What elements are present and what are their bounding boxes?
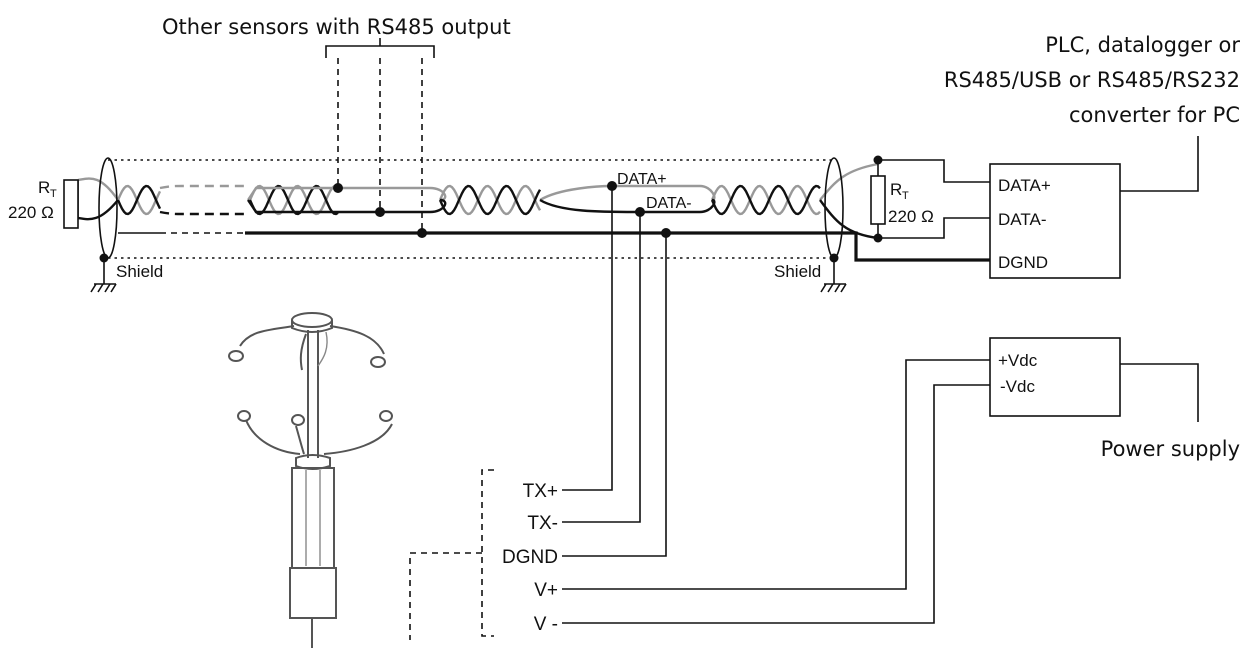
resistor-right-icon (870, 175, 886, 225)
power-terminal-plus: +Vdc (998, 351, 1038, 370)
power-supply: +Vdc -Vdc Power supply (989, 337, 1240, 461)
power-supply-box (989, 337, 1121, 417)
plc-label-line1: PLC, datalogger or (1045, 33, 1240, 57)
left-termination: R T 220 Ω Shield (8, 157, 163, 293)
shield-right-label: Shield (774, 262, 821, 281)
sensor-terminal-v-minus: V - (534, 614, 558, 635)
sensor-terminal-tx-plus: TX+ (523, 481, 558, 502)
dgnd-bus-wire (118, 231, 990, 262)
other-sensors-label: Other sensors with RS485 output (162, 15, 511, 39)
resistor-right-value: 220 Ω (888, 207, 934, 226)
right-termination: Shield R T 220 Ω (774, 155, 934, 293)
twisted-pair-cable (77, 162, 879, 240)
plc-label-line3: converter for PC (1069, 103, 1240, 127)
sensor-terminal-block: TX+ TX- DGND V+ V - (409, 469, 558, 640)
plc-terminal-data-minus: DATA- (998, 210, 1046, 229)
cable-shield-outline (108, 159, 836, 259)
resistor-right-subscript: T (902, 190, 909, 202)
resistor-left-subscript: T (50, 188, 57, 200)
resistor-right-symbol: R (890, 180, 902, 199)
bus-data-minus-label: DATA- (646, 195, 692, 212)
resistor-left-symbol: R (38, 178, 50, 197)
plc-terminal-data-plus: DATA+ (998, 176, 1051, 195)
plc-datalogger: DATA+ DATA- DGND PLC, datalogger or RS48… (878, 33, 1240, 279)
ground-right-icon (820, 283, 847, 293)
other-sensors: Other sensors with RS485 output (162, 15, 511, 238)
bus-data-plus-label: DATA+ (617, 171, 667, 188)
plc-box (989, 163, 1121, 279)
resistor-left-icon (63, 179, 79, 229)
shield-left-label: Shield (116, 262, 163, 281)
sensor-terminal-v-plus: V+ (534, 580, 558, 601)
ultrasonic-anemometer-icon (228, 312, 393, 648)
bus-taps: DATA+ DATA- (607, 171, 692, 238)
sensor-drop-wires (562, 186, 990, 624)
plc-label-line2: RS485/USB or RS485/RS232 (944, 68, 1240, 92)
power-terminal-minus: -Vdc (1000, 377, 1035, 396)
resistor-left-value: 220 Ω (8, 203, 54, 222)
plc-terminal-dgnd: DGND (998, 253, 1048, 272)
ground-left-icon (90, 283, 117, 293)
sensor-terminal-dgnd: DGND (502, 547, 558, 568)
sensor-terminal-tx-minus: TX- (527, 513, 558, 534)
power-supply-label: Power supply (1101, 437, 1240, 461)
